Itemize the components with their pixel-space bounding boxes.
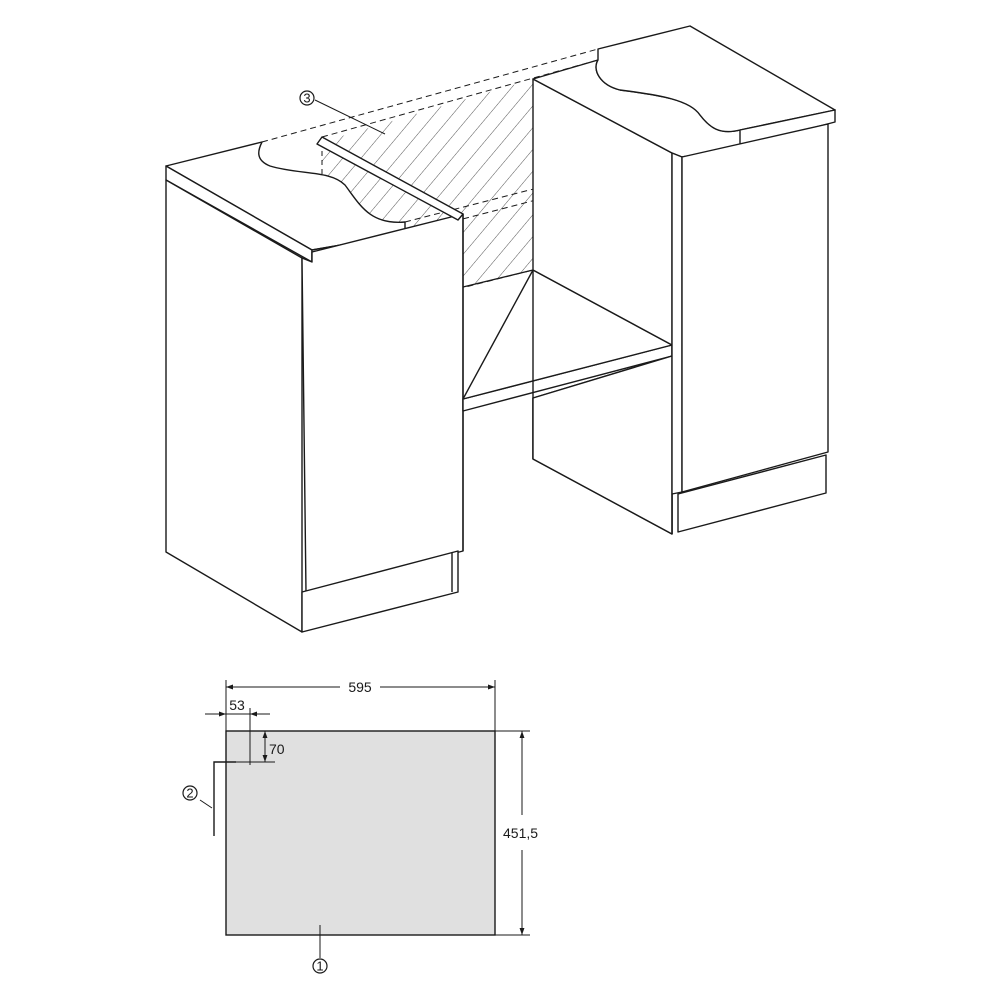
dim-offset-y-label: 70 <box>269 741 285 757</box>
left-cabinet-side <box>165 179 303 633</box>
left-cabinet-front <box>301 213 464 593</box>
callout-1-label: 1 <box>316 959 323 974</box>
callout-3 <box>299 90 386 135</box>
dim-offset-x-label: 53 <box>229 697 245 713</box>
right-worktop-top <box>595 25 836 133</box>
right-cabinet <box>532 25 836 535</box>
callout-2-label: 2 <box>186 786 193 801</box>
left-top-rail <box>316 136 464 221</box>
dim-height-label: 451,5 <box>503 825 538 841</box>
dimension-drawing <box>182 680 530 974</box>
right-plinth <box>677 454 827 533</box>
callout-3-label: 3 <box>303 91 310 106</box>
right-worktop-edge <box>739 109 836 148</box>
dim-width-label: 595 <box>348 679 372 695</box>
right-cabinet-front <box>671 152 683 495</box>
left-cabinet <box>165 136 464 633</box>
front-panel-rect <box>225 730 496 936</box>
right-cabinet-side <box>681 123 829 493</box>
left-worktop <box>165 141 406 251</box>
cabinet-iso-view <box>165 25 836 633</box>
left-plinth <box>301 550 459 633</box>
